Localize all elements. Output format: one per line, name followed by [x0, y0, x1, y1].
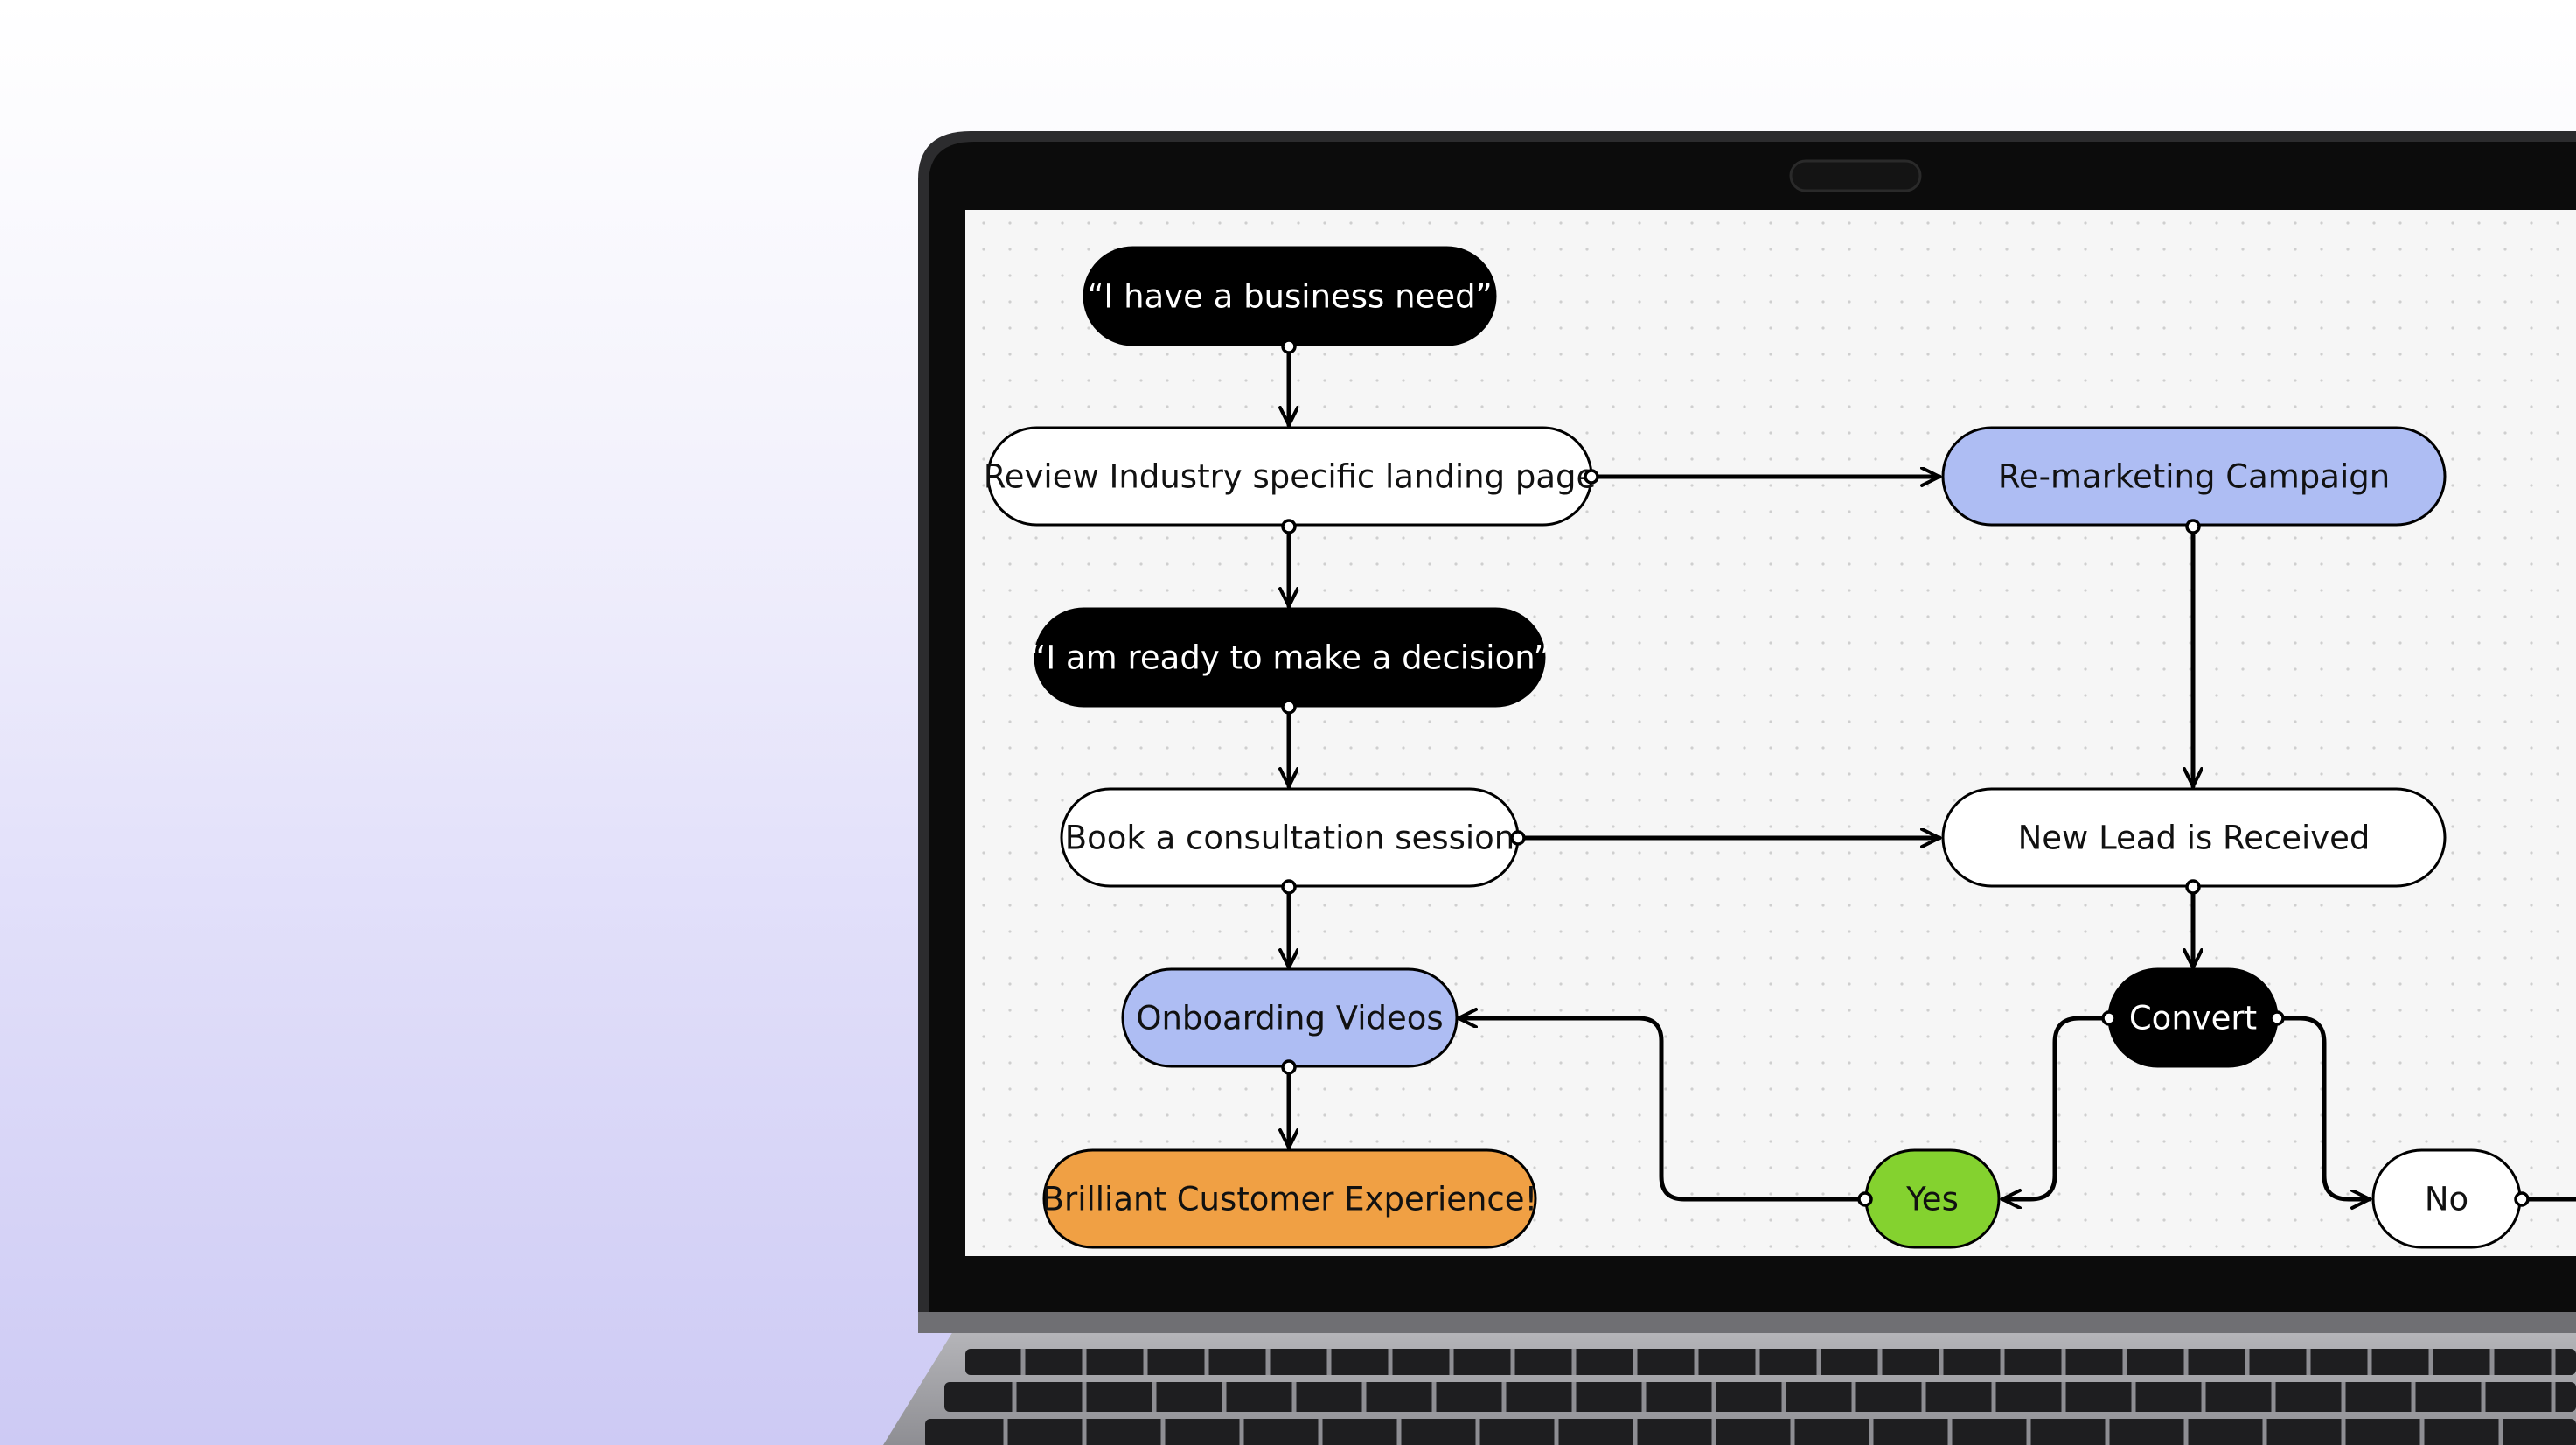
- node-no[interactable]: No: [2371, 1148, 2522, 1249]
- node-brilliant-label: Brilliant Customer Experience!: [1042, 1181, 1538, 1218]
- node-review-landing[interactable]: Review Industry specific landing page: [984, 426, 1597, 527]
- handle: [2185, 519, 2201, 534]
- camera-notch: [1789, 159, 1922, 192]
- keyboard-deck: [883, 1312, 2576, 1445]
- node-brilliant[interactable]: Brilliant Customer Experience!: [1042, 1148, 1538, 1249]
- node-new-lead-label: New Lead is Received: [2018, 820, 2371, 857]
- handle: [2269, 1010, 2285, 1026]
- node-ready-decision[interactable]: “I am ready to make a decision”: [1029, 607, 1550, 708]
- handle: [1281, 519, 1297, 534]
- node-no-label: No: [2425, 1181, 2468, 1218]
- handle: [1857, 1191, 1873, 1207]
- keyboard-keys: [925, 1349, 2576, 1445]
- connector-convert-to-yes: [2000, 1016, 2112, 1199]
- node-onboarding-label: Onboarding Videos: [1136, 1000, 1443, 1037]
- node-convert-label: Convert: [2129, 1000, 2257, 1037]
- handle: [1281, 339, 1297, 354]
- node-yes[interactable]: Yes: [1864, 1148, 2001, 1249]
- node-remarketing[interactable]: Re-marketing Campaign: [1941, 426, 2447, 527]
- laptop-screen: [965, 210, 2576, 1256]
- handle: [1584, 469, 1599, 485]
- node-yes-label: Yes: [1905, 1181, 1959, 1218]
- node-review-landing-label: Review Industry specific landing page: [984, 458, 1597, 496]
- handle: [1510, 830, 1526, 846]
- node-book-consultation[interactable]: Book a consultation session: [1060, 787, 1520, 888]
- node-business-need[interactable]: “I have a business need”: [1083, 246, 1497, 346]
- handle: [1281, 699, 1297, 715]
- node-onboarding[interactable]: Onboarding Videos: [1121, 967, 1459, 1068]
- handle: [1281, 879, 1297, 895]
- connector-yes-to-onboarding: [1456, 1018, 1868, 1202]
- handle: [2185, 879, 2201, 895]
- handle: [2514, 1191, 2530, 1207]
- node-book-consultation-label: Book a consultation session: [1065, 820, 1515, 857]
- node-ready-decision-label: “I am ready to make a decision”: [1029, 639, 1550, 677]
- node-business-need-label: “I have a business need”: [1087, 278, 1492, 316]
- node-new-lead[interactable]: New Lead is Received: [1941, 787, 2447, 888]
- node-remarketing-label: Re-marketing Campaign: [1998, 458, 2390, 496]
- flow-connectors: [1289, 344, 2576, 1202]
- connector-convert-to-no: [2274, 1016, 2372, 1199]
- node-convert[interactable]: Convert: [2107, 967, 2279, 1068]
- handle: [1281, 1059, 1297, 1075]
- handle: [2101, 1010, 2117, 1026]
- connection-handles: [1281, 339, 2530, 1207]
